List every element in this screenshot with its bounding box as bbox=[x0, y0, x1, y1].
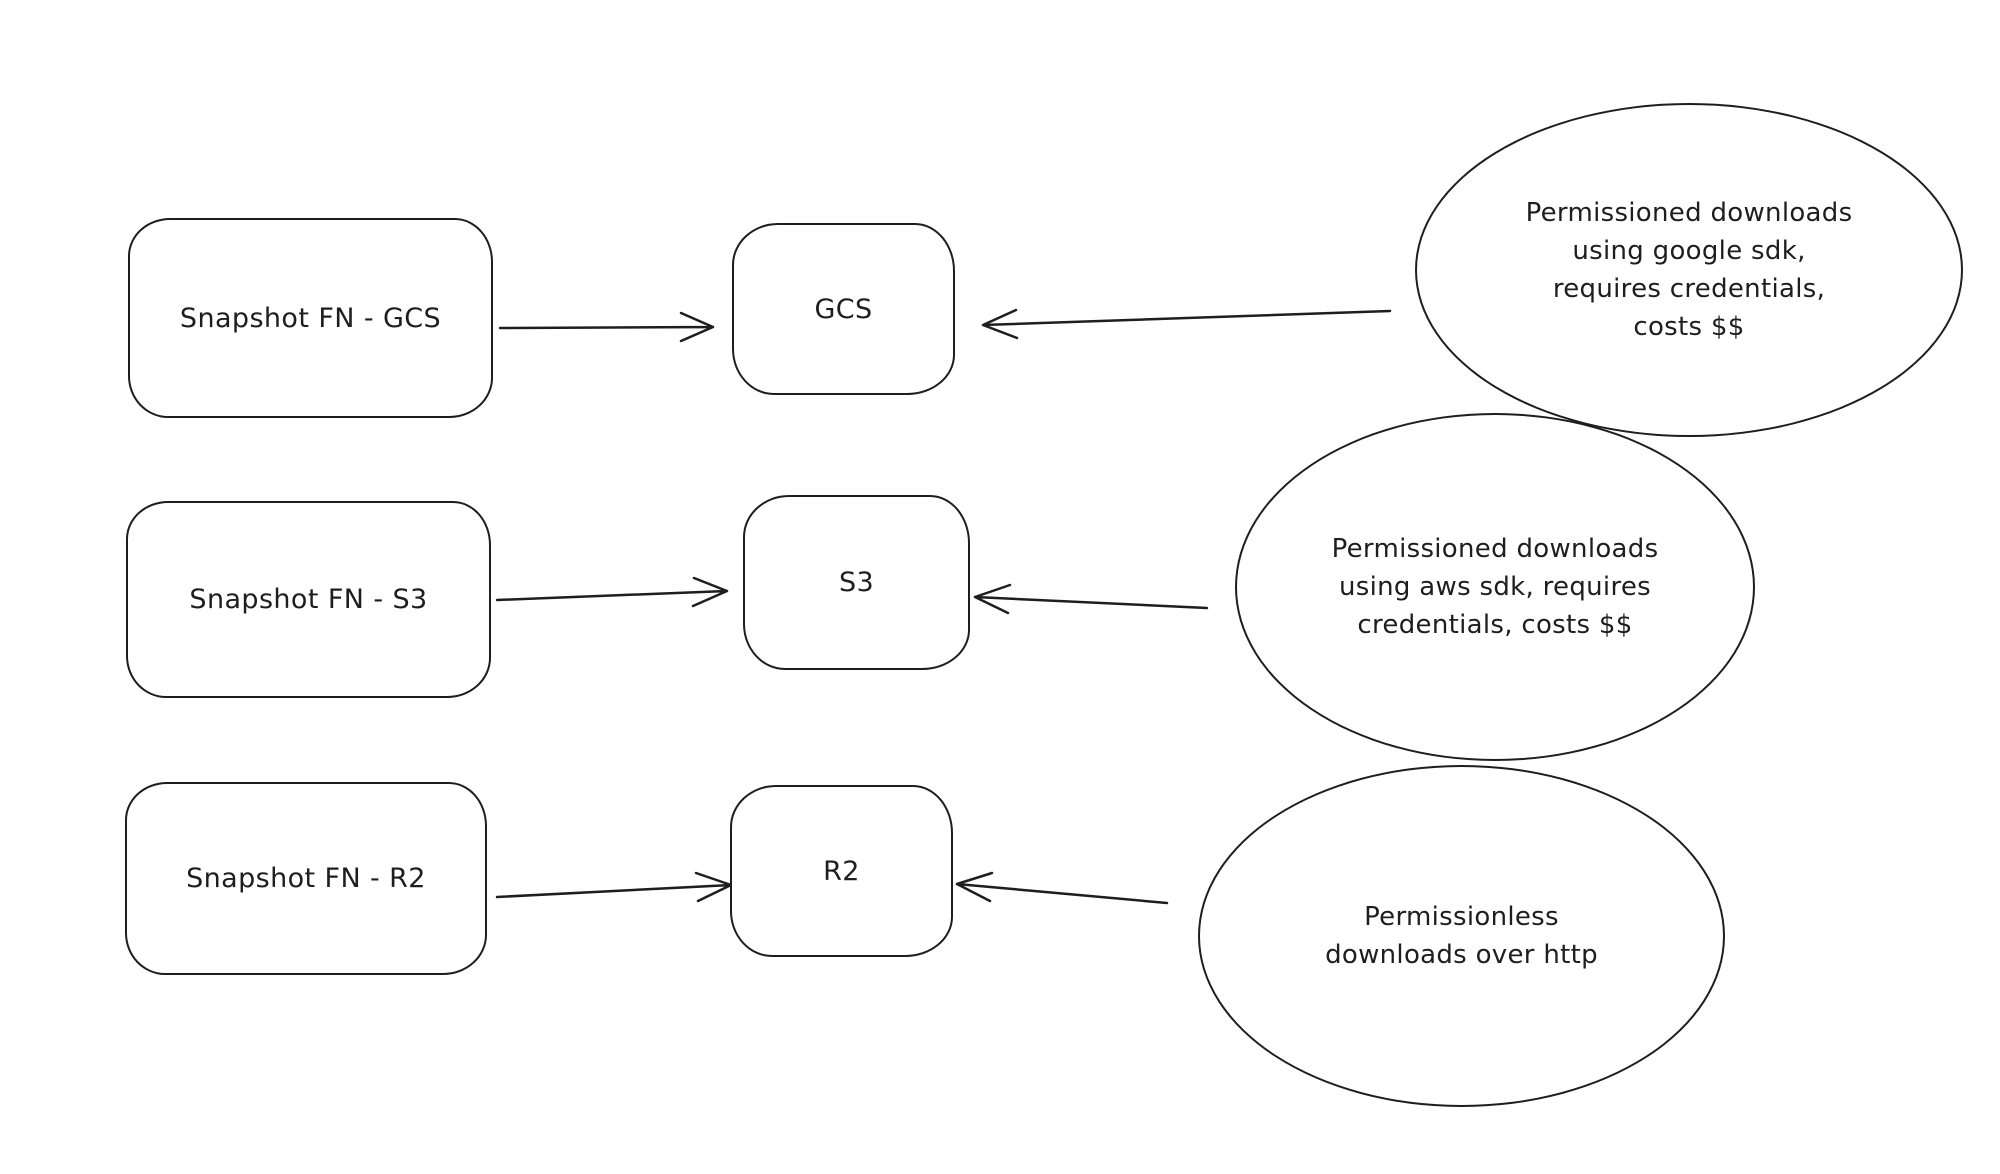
node-gcs: GCS bbox=[732, 223, 955, 395]
arrow-line bbox=[955, 871, 1169, 905]
node-s3-label: S3 bbox=[838, 567, 875, 598]
arrow-line bbox=[973, 583, 1209, 615]
note-line: requires credentials, bbox=[1552, 274, 1826, 304]
node-snapshot-fn-s3: Snapshot FN - S3 bbox=[126, 501, 491, 698]
arrow-note-s3-to-s3 bbox=[973, 583, 1209, 615]
arrow-line bbox=[498, 311, 715, 343]
node-snapshot-fn-gcs: Snapshot FN - GCS bbox=[128, 218, 493, 418]
arrow-line bbox=[495, 871, 733, 903]
node-gcs-label: GCS bbox=[814, 293, 873, 325]
node-r2-label: R2 bbox=[823, 855, 860, 887]
note-ellipse-s3: Permissioned downloads using aws sdk, re… bbox=[1235, 413, 1755, 761]
node-snapshot-fn-r2-label: Snapshot FN - R2 bbox=[186, 863, 426, 894]
note-ellipse-gcs: Permissioned downloads using google sdk,… bbox=[1415, 103, 1963, 437]
note-line: credentials, costs $$ bbox=[1357, 610, 1633, 640]
note-line: downloads over http bbox=[1325, 940, 1598, 970]
note-line: Permissioned downloads bbox=[1331, 534, 1659, 564]
arrow-snapshot-gcs-to-gcs bbox=[498, 311, 715, 343]
node-snapshot-fn-s3-label: Snapshot FN - S3 bbox=[189, 584, 428, 615]
note-line: Permissionless bbox=[1364, 902, 1559, 932]
note-line: costs $$ bbox=[1633, 312, 1745, 342]
arrow-line bbox=[495, 576, 729, 608]
node-r2: R2 bbox=[730, 785, 953, 957]
arrow-line bbox=[981, 308, 1392, 340]
note-line: using google sdk, bbox=[1572, 236, 1806, 266]
arrow-snapshot-r2-to-r2 bbox=[495, 871, 733, 903]
arrow-note-gcs-to-gcs bbox=[981, 308, 1392, 340]
node-s3: S3 bbox=[743, 495, 970, 670]
note-line: Permissioned downloads bbox=[1525, 198, 1853, 228]
node-snapshot-fn-r2: Snapshot FN - R2 bbox=[125, 782, 487, 975]
node-snapshot-fn-gcs-label: Snapshot FN - GCS bbox=[179, 302, 442, 334]
arrow-snapshot-s3-to-s3 bbox=[495, 576, 729, 608]
note-line: using aws sdk, requires bbox=[1338, 572, 1652, 602]
arrow-note-r2-to-r2 bbox=[955, 871, 1169, 905]
note-ellipse-r2: Permissionless downloads over http bbox=[1198, 765, 1725, 1107]
